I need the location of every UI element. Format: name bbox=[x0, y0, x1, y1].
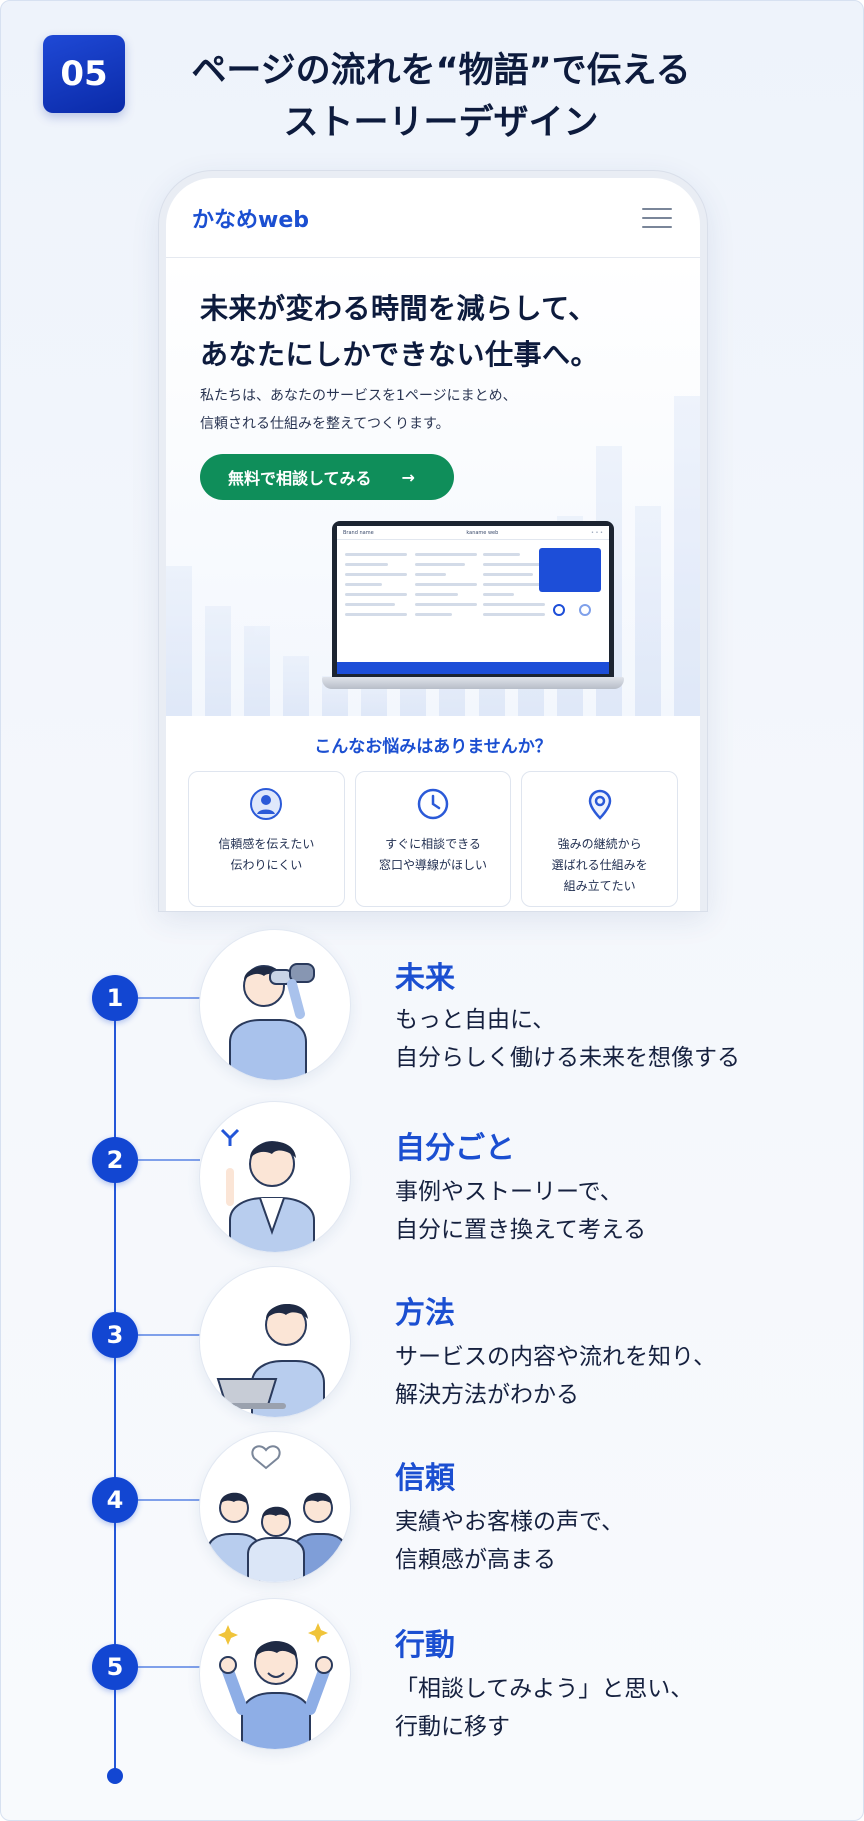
step-desc-line2: 信頼感が高まる bbox=[395, 1547, 556, 1573]
free-consultation-button[interactable]: 無料で相談してみる → bbox=[200, 454, 454, 500]
step-number: 1 bbox=[92, 975, 138, 1021]
group-heart-illustration bbox=[199, 1431, 351, 1583]
step-description: 「相談してみよう」と思い、 行動に移す bbox=[395, 1670, 693, 1746]
step-description: サービスの内容や流れを知り、 解決方法がわかる bbox=[395, 1338, 716, 1414]
step-number: 5 bbox=[92, 1644, 138, 1690]
step-title: 行動 bbox=[395, 1628, 455, 1663]
phone-mockup: かなめweb 未来が変わる時間を減らして、 あなたにしかできない仕事へ。 私たち… bbox=[159, 171, 707, 911]
arrow-right-icon: → bbox=[401, 467, 415, 487]
hero-subtext-line2: 信頼される仕組みを整えてつくります。 bbox=[200, 416, 450, 432]
step-description: 事例やストーリーで、 自分に置き換えて考える bbox=[395, 1173, 646, 1249]
binoculars-person-illustration bbox=[199, 929, 351, 1081]
step-number: 4 bbox=[92, 1477, 138, 1523]
worry-text-line2: 伝わりにくい bbox=[230, 858, 303, 872]
clock-icon bbox=[415, 786, 451, 822]
worry-card[interactable]: 強みの継続から 選ばれる仕組みを 組み立てたい bbox=[521, 771, 679, 907]
person-icon bbox=[248, 786, 284, 822]
step-title: 信頼 bbox=[395, 1461, 455, 1496]
worry-text-line1: すぐに相談できる bbox=[385, 837, 481, 851]
story-step-1: 1 未来 もっと自由に、 自分らしく働ける未来を想像する bbox=[1, 929, 863, 1089]
story-step-3: 3 方法 サービスの内容や流れを知り、 解決方法がわかる bbox=[1, 1266, 863, 1426]
hero-heading: 未来が変わる時間を減らして、 あなたにしかできない仕事へ。 bbox=[200, 286, 599, 378]
hero-subtext: 私たちは、あなたのサービスを1ページにまとめ、 信頼される仕組みを整えてつくりま… bbox=[200, 382, 517, 438]
page-title-line2: ストーリーデザイン bbox=[283, 103, 599, 143]
worry-text-line1: 信頼感を伝えたい bbox=[218, 837, 315, 851]
screen-left-brand: Brand name bbox=[343, 529, 374, 536]
story-step-5: 5 行動 「相談してみよう」と思い、 行動に移す bbox=[1, 1598, 863, 1758]
screen-center-brand: kaname web bbox=[466, 529, 499, 536]
hamburger-menu-icon[interactable] bbox=[642, 207, 672, 228]
step-desc-line2: 自分に置き換えて考える bbox=[395, 1217, 647, 1243]
screen-blue-panel bbox=[539, 548, 601, 592]
laptop-person-illustration bbox=[199, 1266, 351, 1418]
cheering-person-illustration bbox=[199, 1598, 351, 1750]
step-title: 方法 bbox=[395, 1296, 455, 1331]
step-desc-line2: 行動に移す bbox=[395, 1714, 510, 1740]
laptop-screen: Brand name kaname web • • • bbox=[332, 521, 614, 679]
timeline-line bbox=[114, 997, 116, 1777]
step-desc-line1: 「相談してみよう」と思い、 bbox=[395, 1676, 694, 1702]
hero-heading-line1: 未来が変わる時間を減らして、 bbox=[200, 292, 597, 325]
step-number: 2 bbox=[92, 1137, 138, 1183]
worry-text-line1: 強みの継続から bbox=[557, 837, 642, 851]
pin-icon bbox=[582, 786, 618, 822]
step-desc-line1: 事例やストーリーで、 bbox=[395, 1179, 623, 1205]
laptop-illustration: Brand name kaname web • • • bbox=[322, 521, 624, 699]
brand-logo[interactable]: かなめweb bbox=[192, 207, 309, 233]
step-description: もっと自由に、 自分らしく働ける未来を想像する bbox=[395, 1001, 740, 1077]
step-title: 自分ごと bbox=[395, 1131, 515, 1166]
step-desc-line1: もっと自由に、 bbox=[395, 1007, 556, 1033]
page-title: ページの流れを“物語”で伝える ストーリーデザイン bbox=[151, 45, 731, 149]
worries-cards: 信頼感を伝えたい 伝わりにくい すぐに相談できる 窓口や導線がほしい 強みの bbox=[166, 771, 700, 907]
hero-section: 未来が変わる時間を減らして、 あなたにしかできない仕事へ。 私たちは、あなたのサ… bbox=[166, 258, 700, 716]
worries-title: こんなお悩みはありませんか？ bbox=[314, 737, 552, 757]
step-number-badge: 05 bbox=[43, 35, 125, 113]
story-step-4: 4 信頼 実績やお客様の声で、 信頼感が高まる bbox=[1, 1431, 863, 1591]
worry-text-line2: 選ばれる仕組みを bbox=[551, 858, 648, 872]
hero-heading-line2: あなたにしかできない仕事へ。 bbox=[200, 338, 600, 371]
step-desc-line1: 実績やお客様の声で、 bbox=[395, 1509, 625, 1535]
cta-label: 無料で相談してみる bbox=[228, 469, 372, 488]
hero-subtext-line1: 私たちは、あなたのサービスを1ページにまとめ、 bbox=[200, 388, 517, 404]
step-desc-line2: 自分らしく働ける未来を想像する bbox=[395, 1045, 740, 1071]
phone-header: かなめweb bbox=[166, 178, 700, 258]
laptop-base bbox=[322, 677, 624, 689]
worry-card[interactable]: すぐに相談できる 窓口や導線がほしい bbox=[354, 771, 512, 907]
step-number: 3 bbox=[92, 1312, 138, 1358]
worry-text-line3: 組み立てたい bbox=[563, 879, 636, 893]
step-title: 未来 bbox=[395, 961, 455, 996]
page-title-line1: ページの流れを“物語”で伝える bbox=[191, 51, 691, 91]
worry-text-line2: 窓口や導線がほしい bbox=[379, 858, 488, 872]
timeline-end-dot bbox=[107, 1768, 123, 1784]
pointing-person-illustration bbox=[199, 1101, 351, 1253]
worry-card[interactable]: 信頼感を伝えたい 伝わりにくい bbox=[188, 771, 345, 907]
step-desc-line1: サービスの内容や流れを知り、 bbox=[395, 1344, 717, 1370]
step-desc-line2: 解決方法がわかる bbox=[395, 1382, 579, 1408]
step-description: 実績やお客様の声で、 信頼感が高まる bbox=[395, 1503, 624, 1579]
story-step-2: 2 自分ごと 事例やストーリーで、 自分に置き換えて考える bbox=[1, 1101, 863, 1261]
